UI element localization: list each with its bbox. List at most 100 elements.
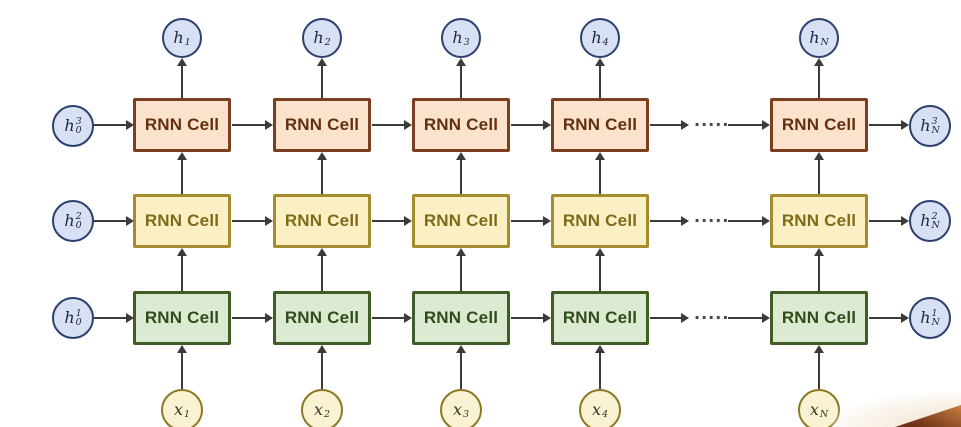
arrow-up	[317, 152, 327, 194]
arrow-right	[511, 313, 551, 323]
arrow-right	[232, 313, 273, 323]
arrow-up	[317, 248, 327, 291]
arrow-up	[595, 248, 605, 291]
arrow-up	[177, 345, 187, 389]
rnn-cell-l1-cN: RNN Cell	[770, 291, 868, 345]
cell-label: RNN Cell	[144, 308, 220, 327]
cell-label: RNN Cell	[781, 115, 857, 134]
arrow-up	[814, 345, 824, 389]
arrow-up	[595, 345, 605, 389]
arrow-up	[317, 58, 327, 98]
ellipsis-dots: ·····	[694, 115, 730, 134]
arrow-up	[814, 152, 824, 194]
arrow-right	[511, 216, 551, 226]
cell-label: RNN Cell	[144, 115, 220, 134]
rnn-cell-l1-c3: RNN Cell	[412, 291, 510, 345]
rnn-cell-l3-c3: RNN Cell	[412, 98, 510, 152]
arrow-up	[456, 345, 466, 389]
cell-label: RNN Cell	[562, 115, 638, 134]
rnn-cell-l3-cN: RNN Cell	[770, 98, 868, 152]
arrow-right	[232, 216, 273, 226]
arrow-right	[869, 120, 909, 130]
cell-label: RNN Cell	[284, 308, 360, 327]
arrow-up	[595, 58, 605, 98]
arrow-right	[511, 120, 551, 130]
rnn-cell-l2-c3: RNN Cell	[412, 194, 510, 248]
arrow-up	[456, 248, 466, 291]
rnn-cell-l2-c1: RNN Cell	[133, 194, 231, 248]
cell-label: RNN Cell	[284, 211, 360, 230]
arrow-right	[94, 120, 134, 130]
arrow-right	[869, 216, 909, 226]
rnn-cell-l1-c1: RNN Cell	[133, 291, 231, 345]
arrow-right	[869, 313, 909, 323]
rnn-cell-l2-c4: RNN Cell	[551, 194, 649, 248]
arrow-right	[94, 216, 134, 226]
rnn-cell-l2-c2: RNN Cell	[273, 194, 371, 248]
arrow-right	[650, 216, 689, 226]
arrow-up	[595, 152, 605, 194]
arrow-right	[372, 313, 412, 323]
arrow-right	[650, 313, 689, 323]
rnn-cell-l3-c2: RNN Cell	[273, 98, 371, 152]
cell-label: RNN Cell	[562, 211, 638, 230]
arrow-up	[177, 58, 187, 98]
arrow-up	[814, 58, 824, 98]
cell-label: RNN Cell	[423, 115, 499, 134]
ellipsis-dots: ·····	[694, 211, 730, 230]
cell-label: RNN Cell	[144, 211, 220, 230]
rnn-cell-l1-c4: RNN Cell	[551, 291, 649, 345]
arrow-right	[728, 313, 770, 323]
arrow-right	[728, 120, 770, 130]
arrow-right	[650, 120, 689, 130]
rnn-cell-l3-c1: RNN Cell	[133, 98, 231, 152]
arrow-right	[94, 313, 134, 323]
arrow-up	[456, 152, 466, 194]
arrow-right	[728, 216, 770, 226]
ellipsis-dots: ·····	[694, 308, 730, 327]
arrow-right	[372, 120, 412, 130]
arrow-up	[177, 152, 187, 194]
cell-label: RNN Cell	[781, 211, 857, 230]
cell-label: RNN Cell	[781, 308, 857, 327]
rnn-cell-l2-cN: RNN Cell	[770, 194, 868, 248]
arrow-up	[456, 58, 466, 98]
arrow-right	[372, 216, 412, 226]
cell-label: RNN Cell	[284, 115, 360, 134]
rnn-cell-l3-c4: RNN Cell	[551, 98, 649, 152]
arrow-up	[317, 345, 327, 389]
arrow-right	[232, 120, 273, 130]
arrow-up	[177, 248, 187, 291]
